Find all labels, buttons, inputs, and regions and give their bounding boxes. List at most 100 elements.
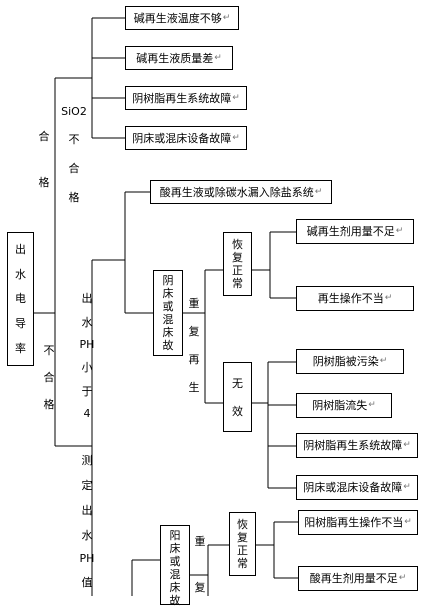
noeffect-cause-box: 阴树脂被污染↵ — [296, 349, 404, 374]
node-char: 床 — [162, 287, 174, 300]
ph-label: 出 水 PH 小 于 4 — [72, 290, 102, 420]
root-char: 出 — [15, 242, 26, 256]
bottom-cause-box: 酸再生剂用量不足↵ — [298, 566, 418, 591]
measure-char: 水 — [81, 529, 93, 542]
noeffect-cause-box: 阴树脂流失↵ — [296, 393, 392, 418]
recover-char: 恢 — [237, 518, 248, 531]
fail-char: 不 — [43, 344, 55, 357]
bottom-cause-box: 阳树脂再生操作不当↵ — [298, 510, 418, 535]
sio2-label: SiO2 不 合 格 — [59, 105, 89, 205]
repeat-char: 重 — [194, 535, 206, 548]
fail-label: 不 合 格 — [42, 342, 56, 412]
return-mark: ↵ — [368, 400, 376, 410]
cause-text: 碱再生液质量差 — [136, 51, 214, 65]
sio2-text: SiO2 — [61, 105, 87, 118]
return-mark: ↵ — [398, 573, 407, 583]
pass-char: 格 — [38, 176, 50, 189]
return-mark: ↵ — [403, 440, 411, 450]
repeat-char: 生 — [188, 381, 200, 394]
return-mark: ↵ — [395, 226, 404, 236]
root-box: 出 水 电 导 率 — [7, 232, 34, 366]
node-char: 混 — [169, 568, 181, 581]
recover-cause-box: 再生操作不当↵ — [296, 286, 414, 311]
cause-text: 阴树脂再生系统故障 — [132, 91, 232, 105]
return-mark: ↵ — [379, 356, 388, 366]
node-char: 或 — [162, 300, 174, 313]
measure-label: 测 定 出 水 PH 值 — [72, 452, 102, 590]
sio2-char: 不 — [68, 133, 80, 146]
node-char: 床 — [169, 542, 181, 555]
cause-text: 碱再生液温度不够 — [133, 11, 222, 25]
recover-char: 复 — [237, 531, 248, 544]
recover-char: 常 — [237, 557, 248, 570]
return-mark: ↵ — [314, 186, 323, 197]
return-mark: ↵ — [222, 12, 231, 23]
cause-text: 阴树脂被污染 — [312, 355, 379, 368]
node-char: 混 — [162, 313, 174, 326]
ph-char: 出 — [81, 292, 93, 305]
node-text: 阴床或混床故 — [163, 274, 174, 352]
return-mark: ↵ — [214, 52, 222, 63]
anion-bed-node: 阴床或混床故 — [153, 270, 183, 356]
bottom-recover-box: 恢 复 正 常 — [229, 512, 256, 576]
ph-char: 4 — [83, 407, 91, 420]
node-char: 故 — [162, 339, 174, 352]
repeat-char: 复 — [194, 581, 206, 594]
measure-char: 值 — [81, 576, 93, 589]
cause-text: 阴床或混床设备故障 — [132, 131, 232, 145]
recover-char: 恢 — [232, 238, 243, 251]
repeat-char: 再 — [188, 353, 200, 366]
fail-char: 格 — [43, 398, 55, 411]
root-char: 水 — [15, 267, 26, 281]
cause-text: 碱再生剂用量不足 — [306, 225, 395, 238]
node-char: 或 — [169, 555, 181, 568]
cause-text: 阴床或混床设备故障 — [303, 481, 403, 494]
recover-char: 复 — [232, 251, 243, 264]
pass-char: 合 — [38, 130, 50, 143]
repeat-label: 重 复 再 生 — [186, 295, 202, 395]
cause-text: 酸再生液或除碳水漏入除盐系统 — [159, 185, 314, 199]
noeffect-char: 效 — [232, 404, 243, 418]
root-char: 电 — [15, 292, 26, 306]
sio2-cause-box: 阴床或混床设备故障↵ — [125, 126, 247, 150]
recover-cause-box: 碱再生剂用量不足↵ — [296, 219, 414, 244]
ph-char: 水 — [81, 316, 93, 329]
root-char: 导 — [15, 317, 26, 331]
return-mark: ↵ — [404, 517, 412, 527]
recover-char: 常 — [232, 277, 243, 290]
cause-text: 酸再生剂用量不足 — [309, 572, 398, 585]
sio2-cause-box: 碱再生液质量差↵ — [125, 46, 233, 70]
cation-bed-node: 阳床或混床故 — [160, 525, 190, 607]
measure-char: PH — [79, 552, 95, 565]
sio2-cause-box: 阴树脂再生系统故障↵ — [125, 86, 247, 110]
measure-char: 定 — [81, 479, 93, 492]
recover-box: 恢 复 正 常 — [223, 232, 252, 296]
cause-text: 再生操作不当 — [317, 292, 384, 305]
fail-char: 合 — [43, 371, 55, 384]
measure-char: 测 — [81, 454, 93, 467]
root-char: 率 — [15, 342, 26, 356]
cause-text: 阳树脂再生操作不当 — [304, 516, 404, 529]
recover-char: 正 — [232, 264, 243, 277]
noeffect-cause-box: 阴床或混床设备故障↵ — [296, 475, 418, 500]
ph-char: 于 — [81, 385, 93, 398]
repeat-char: 重 — [188, 297, 200, 310]
ph-char: 小 — [81, 361, 93, 374]
repeat-char: 复 — [188, 325, 200, 338]
noeffect-cause-box: 阴树脂再生系统故障↵ — [296, 433, 418, 458]
sio2-char: 合 — [68, 162, 80, 175]
cause-text: 阴树脂再生系统故障 — [303, 439, 403, 452]
recover-char: 正 — [237, 544, 248, 557]
node-char: 床 — [162, 326, 174, 339]
return-mark: ↵ — [384, 293, 393, 303]
node-char: 床 — [169, 581, 181, 594]
sio2-cause-box: 碱再生液温度不够↵ — [125, 6, 239, 30]
ph-top-cause-box: 酸再生液或除碳水漏入除盐系统↵ — [150, 180, 332, 204]
noeffect-box: 无 效 — [223, 362, 252, 432]
return-mark: ↵ — [232, 132, 240, 143]
cause-text: 阴树脂流失 — [312, 399, 368, 412]
return-mark: ↵ — [232, 92, 240, 103]
bottom-repeat-label: 重 复 — [193, 533, 207, 595]
sio2-char: 格 — [68, 191, 80, 204]
measure-char: 出 — [81, 504, 93, 517]
